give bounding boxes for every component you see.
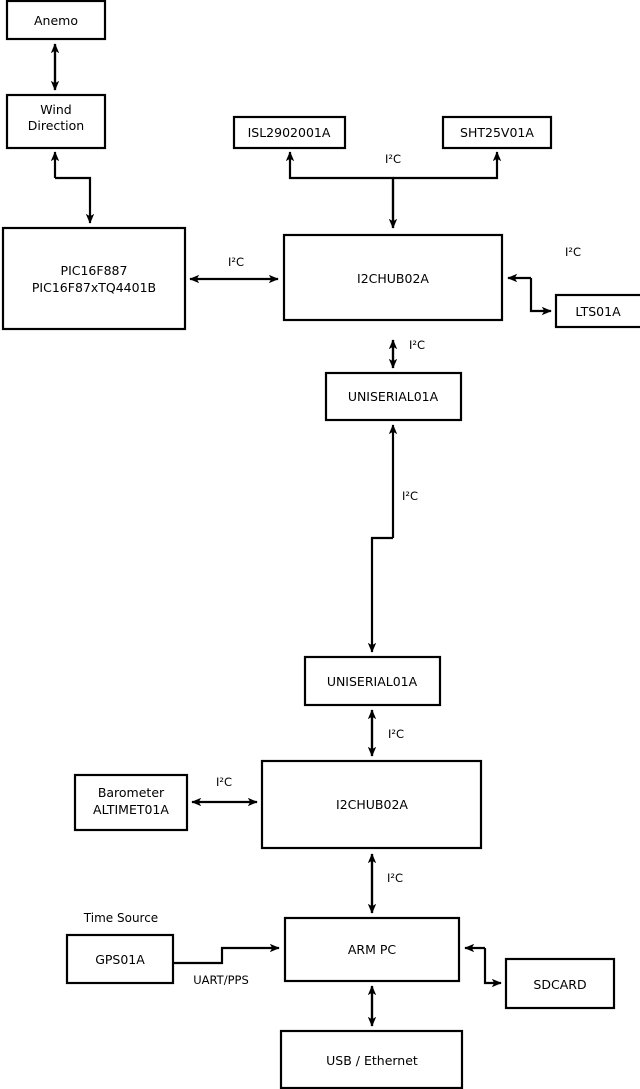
node-sht25v01a-box[interactable]	[441, 115, 553, 150]
node-usb-ethernet-box[interactable]	[279, 1029, 464, 1089]
node-wind-direction[interactable]: Wind Direction	[5, 93, 107, 150]
node-uniserial01a-top[interactable]: UNISERIAL01A	[324, 371, 463, 422]
node-pic16f887-box[interactable]	[1, 226, 187, 331]
node-sht25v01a-label: SHT25V01A	[460, 125, 534, 140]
edge-label-unibot-hubbot: I²C	[388, 727, 404, 741]
node-arm-pc-box[interactable]	[283, 916, 461, 983]
link-unitop-to-unibot	[367, 536, 393, 653]
node-gps01a-label: GPS01A	[95, 952, 145, 967]
node-barometer-label-line1: Barometer	[98, 785, 165, 800]
node-usb-ethernet-label: USB / Ethernet	[326, 1053, 418, 1068]
node-arm-pc[interactable]: ARM PC	[283, 916, 461, 983]
node-wind-direction-label-line1: Wind	[40, 102, 71, 117]
edge-label-baro-hubbot: I²C	[216, 775, 232, 789]
node-isl2902001a-box[interactable]	[232, 115, 347, 150]
link-hub-to-sht	[393, 151, 502, 180]
link-hub-to-lts	[529, 278, 552, 316]
node-i2chub02a-top[interactable]: I2CHUB02A	[282, 233, 504, 322]
node-sdcard[interactable]: SDCARD	[504, 957, 616, 1010]
node-barometer-label-line2: ALTIMET01A	[93, 802, 169, 817]
node-barometer-altimet01a-box[interactable]	[73, 773, 189, 832]
edge-label-gps-armpc: UART/PPS	[193, 973, 249, 987]
link-hub-to-isl	[285, 151, 395, 228]
node-usb-ethernet[interactable]: USB / Ethernet	[279, 1029, 464, 1089]
edge-label-hub-lts: I²C	[565, 245, 581, 259]
node-sdcard-box[interactable]	[504, 957, 616, 1010]
node-anemo-label: Anemo	[34, 13, 78, 28]
node-isl2902001a-label: ISL2902001A	[248, 125, 331, 140]
node-pic16f887[interactable]: PIC16F887 PIC16F87xTQ4401B	[1, 226, 187, 331]
link-gps-to-armpc	[173, 943, 280, 965]
node-gps01a[interactable]: GPS01A	[65, 933, 175, 985]
node-lts01a-box[interactable]	[554, 293, 640, 329]
node-uniserial01a-top-label: UNISERIAL01A	[348, 389, 439, 404]
edge-label-isl-sht-bus: I²C	[385, 152, 401, 166]
node-uniserial01a-bottom-box[interactable]	[303, 655, 442, 707]
edge-label-hub-unitop: I²C	[409, 338, 425, 352]
node-arm-pc-label: ARM PC	[348, 942, 397, 957]
node-i2chub02a-bottom-label: I2CHUB02A	[336, 797, 408, 812]
edge-label-pic-hub: I²C	[228, 255, 244, 269]
node-lts01a[interactable]: LTS01A	[554, 293, 640, 329]
edge-label-uni-uni: I²C	[402, 489, 418, 503]
node-anemo-box[interactable]	[5, 0, 107, 41]
node-anemo[interactable]: Anemo	[5, 0, 107, 41]
node-isl2902001a[interactable]: ISL2902001A	[232, 115, 347, 150]
node-i2chub02a-bottom[interactable]: I2CHUB02A	[260, 759, 483, 850]
node-sht25v01a[interactable]: SHT25V01A	[441, 115, 553, 150]
edge-label-hubbot-armpc: I²C	[387, 871, 403, 885]
link-wind-to-pic	[55, 176, 95, 224]
node-pic16f887-label-line1: PIC16F887	[61, 263, 128, 278]
node-i2chub02a-top-box[interactable]	[282, 233, 504, 322]
node-uniserial01a-bottom[interactable]: UNISERIAL01A	[303, 655, 442, 707]
node-i2chub02a-top-label: I2CHUB02A	[357, 271, 429, 286]
node-uniserial01a-bottom-label: UNISERIAL01A	[327, 674, 418, 689]
node-lts01a-label: LTS01A	[575, 304, 621, 319]
node-wind-direction-box[interactable]	[5, 93, 107, 150]
label-time-source: Time Source	[83, 911, 158, 925]
node-sdcard-label: SDCARD	[533, 977, 586, 992]
node-barometer-altimet01a[interactable]: Barometer ALTIMET01A	[73, 773, 189, 832]
link-armpc-to-sdcard	[483, 948, 502, 988]
node-gps01a-box[interactable]	[65, 933, 175, 985]
node-uniserial01a-top-box[interactable]	[324, 371, 463, 422]
node-pic16f887-label-line2: PIC16F87xTQ4401B	[32, 280, 156, 295]
node-wind-direction-label-line2: Direction	[28, 118, 84, 133]
node-i2chub02a-bottom-box[interactable]	[260, 759, 483, 850]
